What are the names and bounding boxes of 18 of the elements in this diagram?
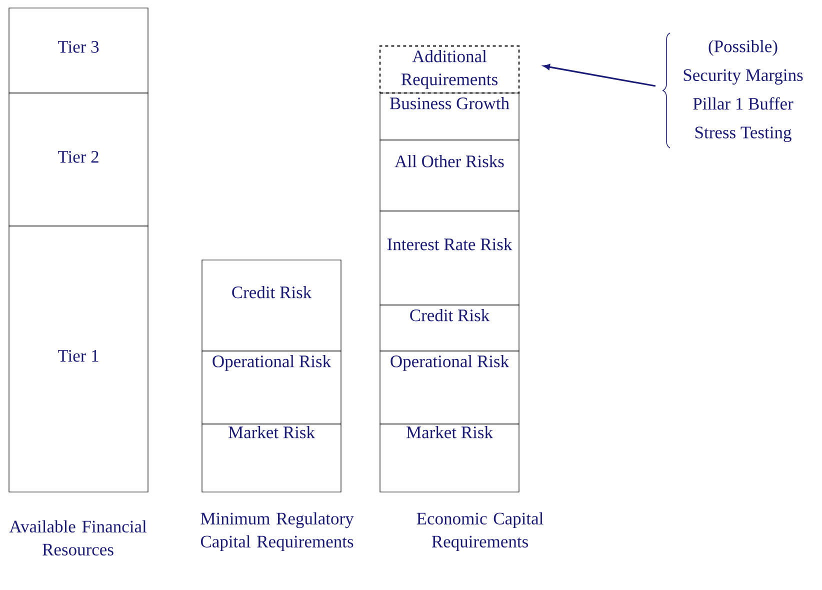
- stacked-box: Market Risk: [380, 424, 520, 492]
- stacked-box: Market Risk: [202, 424, 342, 492]
- stacked-box: Operational Risk: [380, 350, 520, 424]
- column-caption: Economic Capital Requirements: [416, 512, 544, 552]
- stacked-box: Credit Risk: [202, 260, 342, 352]
- text-list: (Possible) Security Margins Pillar 1 Buffer Stress Testing: [684, 40, 803, 142]
- column-caption: Available Financial Resources: [9, 520, 147, 556]
- stacked-box: Interest Rate Risk: [380, 210, 520, 306]
- stacked-box: Tier 3: [8, 8, 148, 94]
- dashed-box: Additional Requirements: [379, 45, 520, 94]
- column-caption: Minimum Regulatory Capital Requirements: [200, 512, 354, 552]
- stacked-box: Credit Risk: [380, 304, 520, 352]
- stacked-box: Tier 2: [8, 92, 148, 226]
- arrow: [543, 64, 656, 87]
- stacked-box: Business Growth: [380, 92, 520, 140]
- stacked-box: Operational Risk: [202, 350, 342, 424]
- stacked-box: All Other Risks: [380, 140, 520, 212]
- stacked-box: Tier 1: [8, 226, 148, 492]
